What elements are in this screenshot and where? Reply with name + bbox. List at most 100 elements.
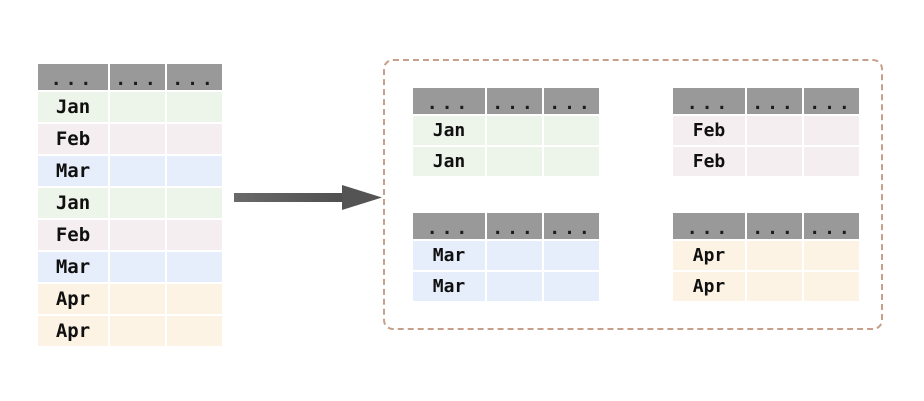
group-row-value-cell-1	[487, 272, 542, 301]
group-header-cell-1: ...	[673, 88, 745, 114]
ellipsis-icon: ...	[426, 93, 472, 114]
ellipsis-icon: ...	[492, 93, 537, 114]
group-row-value-cell-1	[487, 147, 542, 176]
group-row-value-cell-1	[747, 272, 802, 301]
row-key-cell: Feb	[38, 124, 108, 154]
group-header-cell-3: ...	[544, 88, 599, 114]
group-row-key-cell: Jan	[413, 116, 485, 145]
ellipsis-icon: ...	[426, 218, 472, 239]
group-row-key-cell: Apr	[673, 272, 745, 301]
group-row-value-cell-2	[544, 241, 599, 270]
ellipsis-icon: ...	[686, 93, 732, 114]
group-row-key-cell: Mar	[413, 241, 485, 270]
group-header-cell-3: ...	[544, 213, 599, 239]
group-row-key-cell: Feb	[673, 116, 745, 145]
table-row: Feb	[673, 147, 859, 176]
row-value-cell-1	[110, 316, 165, 346]
ellipsis-icon: ...	[809, 93, 854, 114]
row-key-cell: Jan	[38, 92, 108, 122]
row-value-cell-1	[110, 252, 165, 282]
row-value-cell-2	[167, 316, 222, 346]
table-row: Mar	[413, 241, 599, 270]
row-value-cell-1	[110, 220, 165, 250]
group-row-value-cell-2	[804, 272, 859, 301]
table-row: Apr	[673, 272, 859, 301]
table-row: Jan	[38, 92, 222, 122]
group-header-cell-2: ...	[487, 88, 542, 114]
ellipsis-icon: ...	[172, 69, 217, 90]
group-row-value-cell-2	[544, 147, 599, 176]
table-row: Apr	[38, 284, 222, 314]
row-value-cell-2	[167, 188, 222, 218]
group-row-key-cell: Mar	[413, 272, 485, 301]
group-row-value-cell-1	[747, 116, 802, 145]
table-row: Feb	[38, 124, 222, 154]
row-value-cell-2	[167, 92, 222, 122]
table-row: Apr	[673, 241, 859, 270]
group-header-cell-1: ...	[413, 213, 485, 239]
source-table-header-row: ... ... ...	[38, 64, 222, 90]
table-row: Feb	[673, 116, 859, 145]
group-row-value-cell-2	[804, 241, 859, 270]
ellipsis-icon: ...	[549, 93, 594, 114]
ellipsis-icon: ...	[115, 69, 160, 90]
group-row-value-cell-2	[544, 116, 599, 145]
group-row-key-cell: Jan	[413, 147, 485, 176]
group-header-row: .........	[413, 88, 599, 114]
table-row: Apr	[38, 316, 222, 346]
row-key-cell: Jan	[38, 188, 108, 218]
group-row-value-cell-1	[487, 116, 542, 145]
group-row-value-cell-1	[487, 241, 542, 270]
row-value-cell-1	[110, 124, 165, 154]
source-header-cell-2: ...	[110, 64, 165, 90]
row-value-cell-1	[110, 188, 165, 218]
group-row-key-cell: Feb	[673, 147, 745, 176]
group-row-value-cell-1	[747, 241, 802, 270]
ellipsis-icon: ...	[686, 218, 732, 239]
row-key-cell: Feb	[38, 220, 108, 250]
row-value-cell-2	[167, 124, 222, 154]
ellipsis-icon: ...	[809, 218, 854, 239]
ellipsis-icon: ...	[752, 93, 797, 114]
group-row-value-cell-2	[804, 147, 859, 176]
table-row: Feb	[38, 220, 222, 250]
row-key-cell: Mar	[38, 156, 108, 186]
table-row: Jan	[413, 147, 599, 176]
group-row-value-cell-2	[544, 272, 599, 301]
table-row: Jan	[38, 188, 222, 218]
group-container	[383, 59, 883, 330]
source-header-cell-3: ...	[167, 64, 222, 90]
group-header-cell-1: ...	[413, 88, 485, 114]
row-value-cell-2	[167, 220, 222, 250]
group-row-value-cell-1	[747, 147, 802, 176]
row-value-cell-2	[167, 252, 222, 282]
group-header-cell-3: ...	[804, 88, 859, 114]
row-value-cell-1	[110, 92, 165, 122]
row-key-cell: Apr	[38, 284, 108, 314]
flow-arrow-icon	[234, 185, 382, 210]
group-row-key-cell: Apr	[673, 241, 745, 270]
row-key-cell: Apr	[38, 316, 108, 346]
group-row-value-cell-2	[804, 116, 859, 145]
row-value-cell-1	[110, 284, 165, 314]
group-header-cell-1: ...	[673, 213, 745, 239]
group-header-cell-2: ...	[487, 213, 542, 239]
table-row: Jan	[413, 116, 599, 145]
ellipsis-icon: ...	[752, 218, 797, 239]
ellipsis-icon: ...	[549, 218, 594, 239]
row-value-cell-2	[167, 284, 222, 314]
table-row: Mar	[413, 272, 599, 301]
ellipsis-icon: ...	[50, 69, 96, 90]
row-value-cell-2	[167, 156, 222, 186]
